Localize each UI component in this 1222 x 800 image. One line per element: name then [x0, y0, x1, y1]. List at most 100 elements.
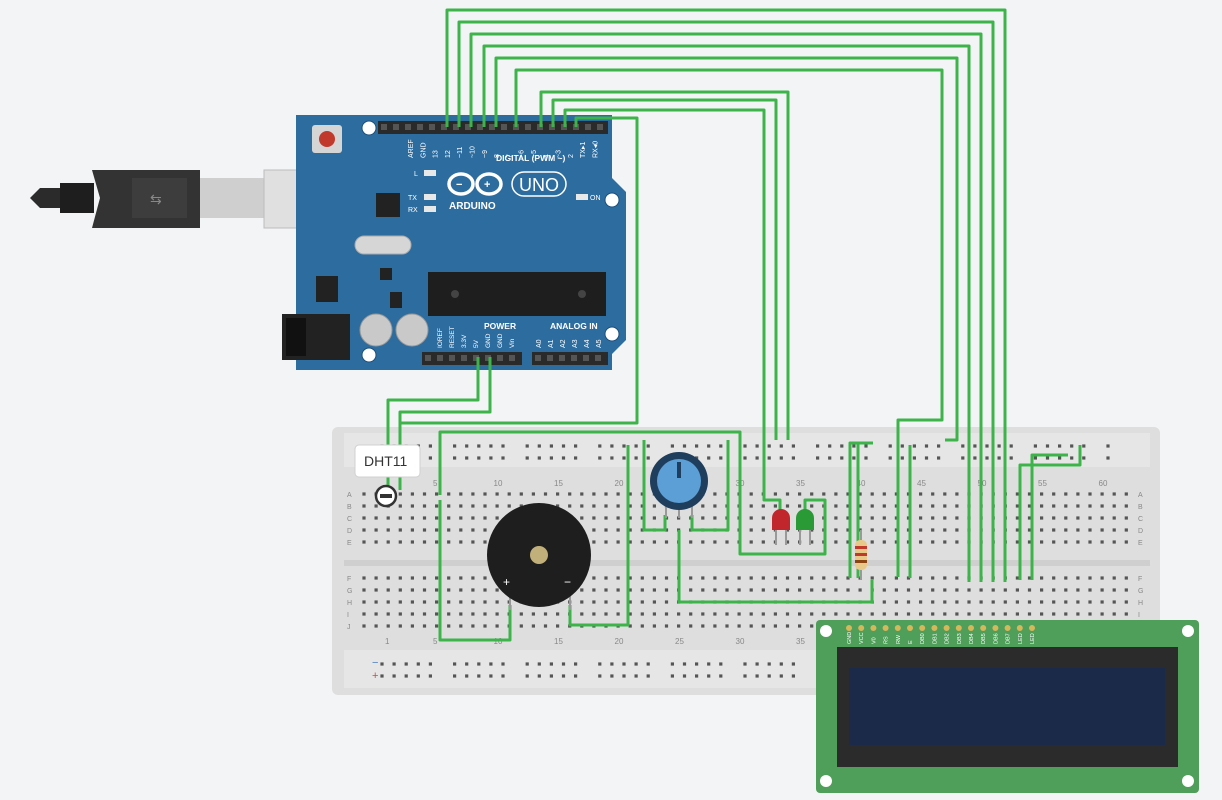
- reset-button[interactable]: [319, 131, 335, 147]
- wire-buzzer-plus[interactable]: [438, 500, 512, 642]
- lcd-pin-label: V0: [871, 637, 877, 644]
- resistor[interactable]: [855, 530, 867, 580]
- digital-pin-label: TX▸1: [580, 142, 587, 158]
- row-letter: F: [1138, 576, 1142, 583]
- digital-pin-label: ~9: [482, 150, 489, 158]
- wire-lcd-e[interactable]: [1030, 453, 1068, 580]
- led-tx-label: TX: [408, 195, 417, 202]
- row-letter: H: [1138, 600, 1143, 607]
- row-letter: B: [347, 504, 352, 511]
- potentiometer[interactable]: [650, 452, 708, 518]
- wire-d12[interactable]: [457, 20, 995, 582]
- digital-pin-label: GND: [420, 142, 427, 158]
- digital-pin-label: ~11: [457, 147, 464, 158]
- wire-pot-gnd[interactable]: [642, 440, 667, 532]
- wire-lcd-d[interactable]: [1018, 445, 1082, 580]
- row-letter: J: [347, 624, 351, 631]
- lcd-pin-label: LED: [1018, 633, 1024, 644]
- arduino-uno-board[interactable]: L TX RX ON − + ARDUINO UNO DIGITAL (PWM …: [282, 115, 626, 370]
- analog-pin-label: A0: [536, 339, 543, 348]
- power-pin-label: RESET: [449, 326, 456, 348]
- digital-pwm-label: DIGITAL (PWM ~): [496, 153, 566, 163]
- led-l-label: L: [414, 171, 418, 178]
- power-pin-label: Vin: [509, 338, 516, 348]
- analog-in-label: ANALOG IN: [550, 321, 598, 331]
- col-number: 5: [433, 637, 438, 646]
- wire-buzzer-minus[interactable]: [568, 445, 630, 627]
- wire-d13[interactable]: [445, 8, 1007, 582]
- wire-pot-wiper[interactable]: [677, 530, 874, 604]
- digital-pin-label: AREF: [408, 139, 415, 158]
- digital-pin-label: 2: [568, 154, 575, 158]
- row-letter: G: [1138, 588, 1143, 595]
- wire-d5[interactable]: [539, 90, 790, 440]
- lcd-pin-label: DB1: [932, 633, 938, 644]
- wire-d10[interactable]: [482, 44, 971, 582]
- led-green[interactable]: [796, 509, 814, 545]
- digital-pin-label: ~3: [556, 150, 563, 158]
- row-letter: E: [347, 540, 352, 547]
- col-number: 25: [675, 637, 684, 646]
- buzzer-plus: +: [503, 575, 510, 589]
- lcd-pin-label: DB2: [945, 633, 951, 644]
- wire-d4[interactable]: [551, 98, 778, 440]
- row-letter: C: [347, 516, 352, 523]
- lcd-pin-label: DB4: [969, 633, 975, 644]
- wire-pot-vcc[interactable]: [690, 440, 730, 532]
- row-letter: A: [347, 492, 352, 499]
- power-pin-label: 3.3V: [461, 334, 468, 348]
- lcd-pin-label: VCC: [859, 632, 865, 644]
- board-model: UNO: [519, 175, 559, 195]
- lcd-pin-label: DB6: [993, 633, 999, 644]
- col-number: 1: [385, 637, 390, 646]
- wire-lcd-b[interactable]: [856, 441, 873, 578]
- led-rx-label: RX: [408, 207, 418, 214]
- lcd-pin-label: E: [908, 640, 914, 644]
- power-pin-label: GND: [485, 333, 492, 348]
- digital-pin-label: ~5: [531, 150, 538, 158]
- analog-pin-label: A3: [572, 339, 579, 348]
- col-number: 20: [615, 637, 624, 646]
- piezo-buzzer[interactable]: + −: [487, 503, 591, 610]
- usb-icon: ⇆: [150, 191, 162, 207]
- power-pin-label: IOREF: [437, 328, 444, 348]
- dht11-sensor[interactable]: DHT11: [354, 444, 421, 508]
- on-led-label: ON: [590, 195, 601, 202]
- lcd-pin-label: GND: [847, 632, 853, 644]
- dht11-label: DHT11: [364, 453, 408, 469]
- power-pin-label: 5V: [473, 339, 480, 348]
- col-number: 20: [615, 479, 624, 488]
- col-number: 55: [1038, 479, 1047, 488]
- wire-d9[interactable]: [494, 56, 959, 442]
- svg-text:−: −: [456, 179, 462, 191]
- analog-pin-label: A5: [596, 339, 603, 348]
- digital-pin-label: ~10: [470, 146, 477, 158]
- breadboard[interactable]: 5101520253035404550556015101520253035AAB…: [332, 427, 1160, 695]
- wire-d3[interactable]: [563, 108, 782, 515]
- lcd-pin-label: LED: [1030, 633, 1036, 644]
- wire-d11[interactable]: [469, 32, 983, 582]
- arduino-logo-icon: − +: [447, 172, 503, 196]
- wire-d7[interactable]: [514, 68, 944, 577]
- col-number: 15: [554, 479, 563, 488]
- wires[interactable]: [386, 8, 1082, 642]
- svg-text:+: +: [484, 179, 490, 191]
- knob-indicator: [677, 462, 681, 478]
- analog-pin-label: A2: [560, 339, 567, 348]
- lcd-pin-label: RW: [896, 634, 902, 644]
- lcd-screen: [849, 668, 1165, 745]
- lcd-pin-label: DB0: [920, 633, 926, 644]
- rail-plus-label: +: [372, 670, 378, 682]
- wire-gnd-rail[interactable]: [438, 430, 827, 556]
- led-red[interactable]: [772, 509, 790, 545]
- lcd-pin-label: DB7: [1006, 633, 1012, 644]
- lcd-pin-label: DB3: [957, 633, 963, 644]
- row-letter: F: [347, 576, 351, 583]
- power-label: POWER: [484, 321, 516, 331]
- digital-pin-label: ~6: [519, 150, 526, 158]
- digital-pin-label: 4: [543, 154, 550, 158]
